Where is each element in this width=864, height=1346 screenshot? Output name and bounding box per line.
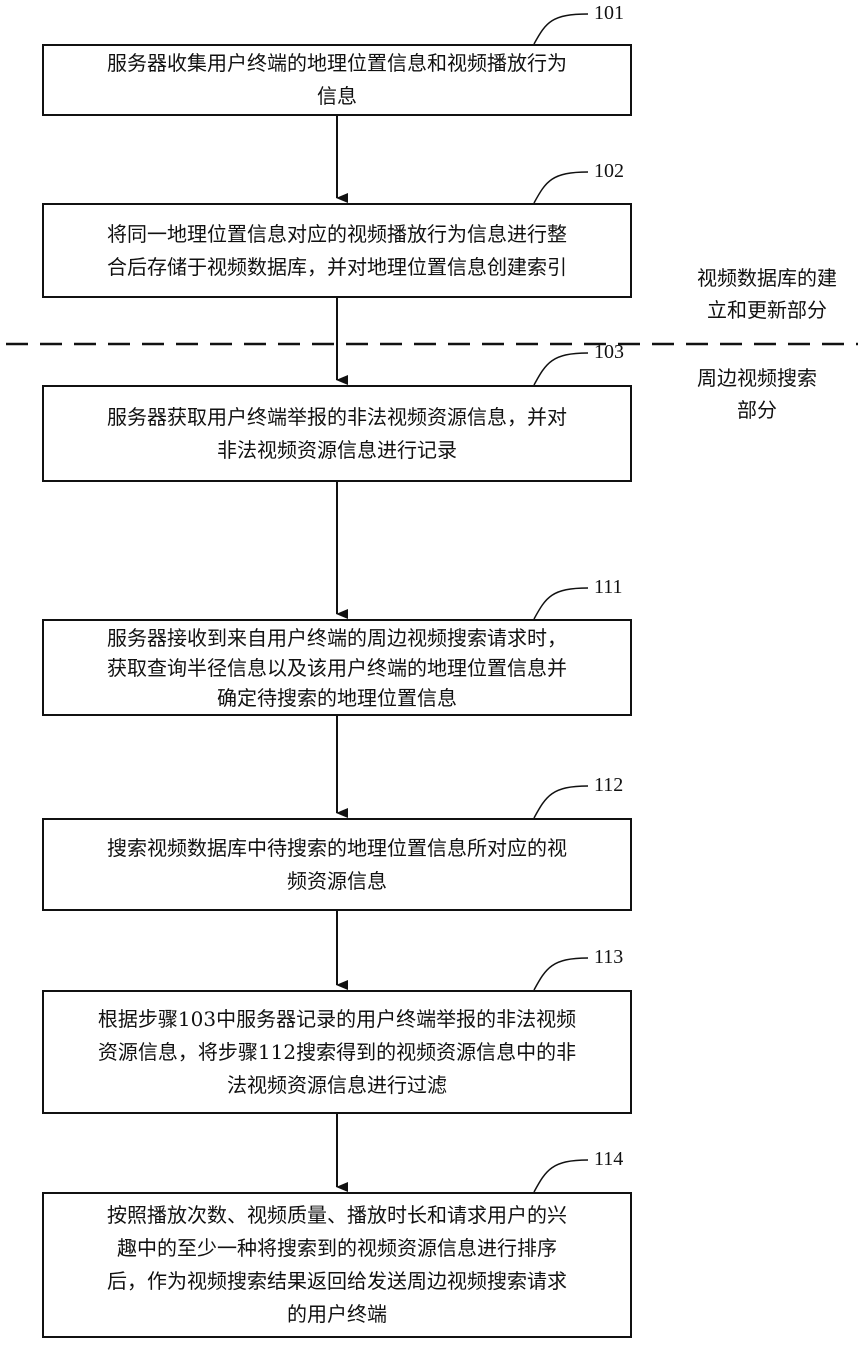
step-103-text: 服务器获取用户终端举报的非法视频资源信息，并对 非法视频资源信息进行记录 — [97, 401, 577, 467]
leader-102 — [534, 172, 588, 203]
step-label-114: 114 — [594, 1148, 623, 1171]
step-102-line-1: 将同一地理位置信息对应的视频播放行为信息进行整 — [107, 218, 567, 251]
section-upper-line-1: 视频数据库的建 — [682, 262, 852, 294]
step-114-line-2: 趣中的至少一种将搜索到的视频资源信息进行排序 — [107, 1232, 567, 1265]
step-111-line-3: 确定待搜索的地理位置信息 — [107, 683, 567, 713]
step-114-line-4: 的用户终端 — [107, 1298, 567, 1331]
step-111-line-2: 获取查询半径信息以及该用户终端的地理位置信息并 — [107, 653, 567, 683]
step-103-line-1: 服务器获取用户终端举报的非法视频资源信息，并对 — [107, 401, 567, 434]
leader-101 — [534, 14, 588, 44]
step-box-112: 搜索视频数据库中待搜索的地理位置信息所对应的视 频资源信息 — [42, 818, 632, 911]
leader-112 — [534, 786, 588, 818]
step-box-102: 将同一地理位置信息对应的视频播放行为信息进行整 合后存储于视频数据库，并对地理位… — [42, 203, 632, 298]
step-box-114: 按照播放次数、视频质量、播放时长和请求用户的兴 趣中的至少一种将搜索到的视频资源… — [42, 1192, 632, 1338]
step-111-line-1: 服务器接收到来自用户终端的周边视频搜索请求时， — [107, 623, 567, 653]
step-label-101: 101 — [594, 2, 624, 25]
step-box-111: 服务器接收到来自用户终端的周边视频搜索请求时， 获取查询半径信息以及该用户终端的… — [42, 619, 632, 716]
step-box-101: 服务器收集用户终端的地理位置信息和视频播放行为 信息 — [42, 44, 632, 116]
leader-103 — [534, 353, 588, 385]
leader-114 — [534, 1160, 588, 1192]
step-box-113: 根据步骤103中服务器记录的用户终端举报的非法视频 资源信息，将步骤112搜索得… — [42, 990, 632, 1114]
section-label-upper: 视频数据库的建 立和更新部分 — [682, 262, 852, 326]
leader-113 — [534, 958, 588, 990]
step-112-line-1: 搜索视频数据库中待搜索的地理位置信息所对应的视 — [107, 832, 567, 865]
step-113-text: 根据步骤103中服务器记录的用户终端举报的非法视频 资源信息，将步骤112搜索得… — [88, 1003, 586, 1102]
section-lower-line-2: 部分 — [672, 394, 842, 426]
leader-111 — [534, 588, 588, 619]
step-label-113: 113 — [594, 946, 623, 969]
step-101-text: 服务器收集用户终端的地理位置信息和视频播放行为 信息 — [97, 47, 577, 113]
step-102-line-2: 合后存储于视频数据库，并对地理位置信息创建索引 — [107, 251, 567, 284]
step-label-103: 103 — [594, 341, 624, 364]
step-box-103: 服务器获取用户终端举报的非法视频资源信息，并对 非法视频资源信息进行记录 — [42, 385, 632, 482]
step-103-line-2: 非法视频资源信息进行记录 — [107, 434, 567, 467]
step-114-text: 按照播放次数、视频质量、播放时长和请求用户的兴 趣中的至少一种将搜索到的视频资源… — [97, 1199, 577, 1331]
step-113-line-2: 资源信息，将步骤112搜索得到的视频资源信息中的非 — [98, 1036, 576, 1069]
step-102-text: 将同一地理位置信息对应的视频播放行为信息进行整 合后存储于视频数据库，并对地理位… — [97, 218, 577, 284]
step-114-line-3: 后，作为视频搜索结果返回给发送周边视频搜索请求 — [107, 1265, 567, 1298]
step-114-line-1: 按照播放次数、视频质量、播放时长和请求用户的兴 — [107, 1199, 567, 1232]
step-101-line-1: 服务器收集用户终端的地理位置信息和视频播放行为 — [107, 47, 567, 80]
step-label-111: 111 — [594, 576, 623, 599]
section-lower-line-1: 周边视频搜索 — [672, 362, 842, 394]
step-101-line-2: 信息 — [107, 80, 567, 113]
step-label-112: 112 — [594, 774, 623, 797]
step-112-text: 搜索视频数据库中待搜索的地理位置信息所对应的视 频资源信息 — [97, 832, 577, 898]
step-113-line-3: 法视频资源信息进行过滤 — [98, 1069, 576, 1102]
step-112-line-2: 频资源信息 — [107, 865, 567, 898]
section-label-lower: 周边视频搜索 部分 — [672, 362, 842, 426]
step-113-line-1: 根据步骤103中服务器记录的用户终端举报的非法视频 — [98, 1003, 576, 1036]
step-111-text: 服务器接收到来自用户终端的周边视频搜索请求时， 获取查询半径信息以及该用户终端的… — [97, 623, 577, 713]
section-upper-line-2: 立和更新部分 — [682, 294, 852, 326]
step-label-102: 102 — [594, 160, 624, 183]
